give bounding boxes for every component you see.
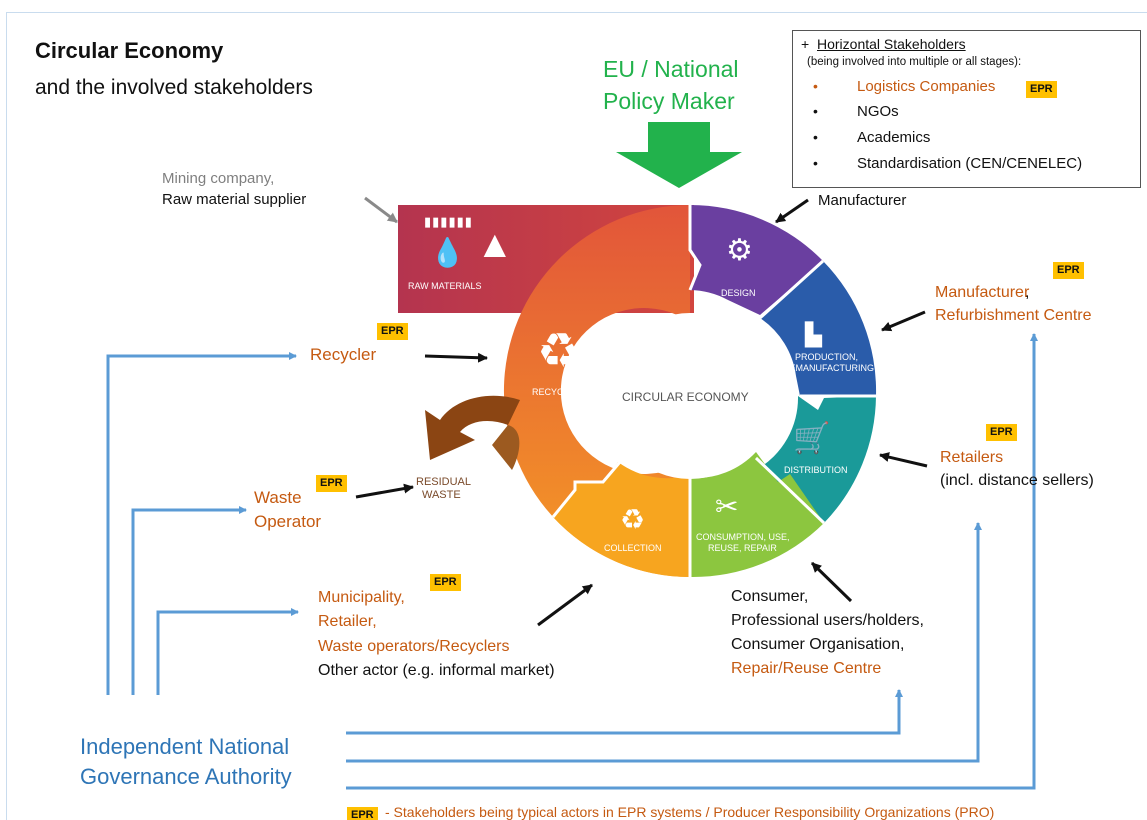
bin-icon: ♻ bbox=[620, 504, 646, 535]
wheel-collection-segment bbox=[553, 462, 690, 578]
recycle-icon: ♻ bbox=[537, 325, 581, 378]
raw-materials-label: RAW MATERIALS bbox=[408, 281, 482, 291]
waste-operator-label-1: Waste bbox=[254, 488, 302, 507]
manufacturer-prod-label-2: Refurbishment Centre bbox=[935, 307, 1092, 324]
wheel-center bbox=[607, 313, 773, 479]
page-title: Circular Economy bbox=[35, 38, 224, 63]
consumer-label-1: Consumer, bbox=[731, 588, 809, 605]
horizontal-stakeholders-box: + Horizontal Stakeholders (being involve… bbox=[792, 30, 1141, 188]
production-label-1: PRODUCTION, bbox=[795, 352, 858, 362]
consumer-label-2: Professional users/holders, bbox=[731, 612, 924, 629]
epr-legend-text: - Stakeholders being typical actors in E… bbox=[385, 804, 995, 820]
wheel-design-segment bbox=[690, 205, 823, 315]
waste-operator-label-2: Operator bbox=[254, 512, 322, 531]
epr-badge-legend: EPR bbox=[347, 807, 378, 820]
recycler-arrow bbox=[424, 352, 488, 363]
droplets-icon: 💧 bbox=[430, 237, 465, 268]
residual-waste-label-2: WASTE bbox=[422, 489, 461, 501]
design-label: DESIGN bbox=[721, 288, 756, 298]
wheel-consumption-segment bbox=[690, 452, 824, 578]
manufacturer-prod-label-1: Manufacturer bbox=[935, 284, 1030, 301]
municipality-label-3: Waste operators/Recyclers bbox=[318, 638, 510, 655]
trees-icon: ▲ bbox=[476, 224, 514, 266]
residual-waste-label-1: RESIDUAL bbox=[416, 476, 472, 488]
frame bbox=[6, 12, 1147, 820]
retailers-label-1: Retailers bbox=[940, 449, 1004, 466]
gov-arrow-recycler bbox=[106, 352, 297, 695]
bullet: • bbox=[813, 155, 818, 171]
wheel-production-segment bbox=[760, 261, 877, 396]
municipality-arrow bbox=[537, 583, 593, 627]
epr-badge: EPR bbox=[316, 475, 347, 492]
production-label-2: REMANUFACTURING bbox=[783, 363, 875, 373]
manufacturer-prod-arrow bbox=[881, 310, 926, 332]
retailers-label-2: (incl. distance sellers) bbox=[940, 472, 1094, 489]
manufacturer-design-label: Manufacturer bbox=[818, 192, 907, 209]
consumption-label-1: CONSUMPTION, USE, bbox=[696, 532, 790, 542]
epr-badge: EPR bbox=[1053, 262, 1084, 279]
horizontal-item: Logistics Companies bbox=[857, 78, 996, 95]
page-subtitle: and the involved stakeholders bbox=[35, 76, 313, 99]
bullet: • bbox=[813, 103, 818, 119]
residual-waste-arrow bbox=[425, 395, 520, 460]
recycler-label: Recycler bbox=[310, 345, 377, 364]
factory-icon: ▙ bbox=[805, 322, 822, 347]
policy-maker-line2: Policy Maker bbox=[603, 88, 735, 114]
bullet: • bbox=[813, 129, 818, 145]
epr-badge: EPR bbox=[377, 323, 408, 340]
distribution-label: DISTRIBUTION bbox=[784, 465, 848, 475]
epr-badge: EPR bbox=[1026, 81, 1057, 98]
consumer-label-4: Repair/Reuse Centre bbox=[731, 660, 882, 677]
policy-maker-line1: EU / National bbox=[603, 56, 739, 82]
consumer-label-3: Consumer Organisation, bbox=[731, 636, 905, 653]
horizontal-item: Standardisation (CEN/CENELEC) bbox=[857, 155, 1083, 172]
municipality-label-2: Retailer, bbox=[318, 613, 377, 630]
cart-icon: 🛒 bbox=[793, 422, 831, 455]
wheel-center-label: CIRCULAR ECONOMY bbox=[622, 390, 749, 404]
horizontal-item: NGOs bbox=[857, 103, 899, 120]
bullet: • bbox=[813, 78, 818, 94]
epr-badge: EPR bbox=[430, 574, 461, 591]
horizontal-subheading: (being involved into multiple or all sta… bbox=[807, 56, 1022, 68]
policy-arrow bbox=[616, 122, 742, 188]
horizontal-prefix: + bbox=[801, 36, 810, 52]
consumption-label-2: REUSE, REPAIR bbox=[708, 543, 777, 553]
gov-arrow-municipality bbox=[156, 608, 299, 695]
manufacturer-prod-comma: , bbox=[1025, 284, 1030, 301]
manufacturer-design-arrow bbox=[775, 198, 809, 224]
mining-arrow bbox=[364, 196, 398, 224]
gov-arrow-consumer bbox=[346, 689, 903, 735]
recycling-label: RECYCLING bbox=[532, 387, 585, 397]
horizontal-item: Academics bbox=[857, 129, 931, 146]
authority-label-2: Governance Authority bbox=[80, 764, 292, 789]
factory-row-icon: ▮▮▮▮▮▮ bbox=[424, 214, 473, 229]
gov-arrow-manufacturer bbox=[346, 333, 1038, 790]
gov-arrow-waste-operator bbox=[131, 506, 247, 695]
epr-badge: EPR bbox=[986, 424, 1017, 441]
mining-label-2: Raw material supplier bbox=[162, 191, 307, 208]
tools-icon: ✂ bbox=[715, 491, 739, 522]
waste-operator-arrow bbox=[355, 483, 414, 499]
municipality-label-4: Other actor (e.g. informal market) bbox=[318, 662, 555, 679]
gov-arrow-retailers bbox=[346, 522, 982, 763]
municipality-label-1: Municipality, bbox=[318, 589, 405, 606]
head-gears-icon: ⚙ bbox=[726, 234, 753, 267]
authority-label-1: Independent National bbox=[80, 734, 290, 759]
retailers-arrow bbox=[879, 452, 928, 468]
horizontal-heading: Horizontal Stakeholders bbox=[817, 36, 966, 52]
collection-label: COLLECTION bbox=[604, 543, 662, 553]
mining-label-1: Mining company, bbox=[162, 170, 275, 187]
consumer-arrow bbox=[810, 561, 853, 603]
